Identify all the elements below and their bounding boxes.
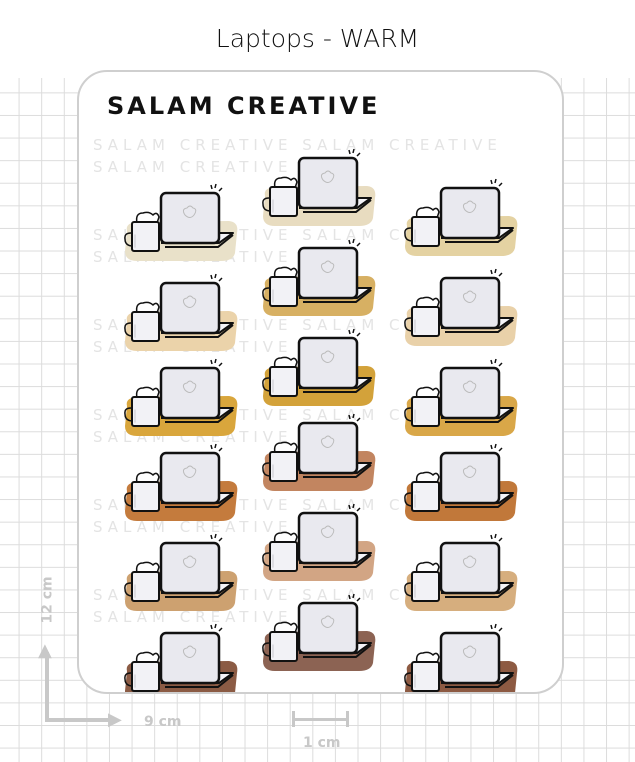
laptop-sticker-right-3 <box>404 358 518 436</box>
sticker-sheet: SALAM CREATIVE SALAM CREATIVE SALAM CREA… <box>77 70 564 694</box>
up-arrow-icon: ▲ <box>38 640 52 661</box>
laptop-icon <box>159 533 234 598</box>
laptop-sticker-right-1 <box>404 178 518 256</box>
laptop-icon <box>439 443 514 508</box>
watermark-text: SALAM CREATIVE SALAM CREATIVE SALAM CREA… <box>93 136 502 176</box>
scale-bar <box>293 718 349 721</box>
laptop-icon <box>297 503 372 568</box>
mug-icon <box>262 621 298 662</box>
right-arrow-icon: ▶ <box>108 709 122 730</box>
height-axis-line <box>45 652 49 722</box>
width-axis-line <box>45 718 113 722</box>
laptop-sticker-right-5 <box>404 533 518 611</box>
laptop-icon <box>297 148 372 213</box>
laptop-icon <box>439 358 514 423</box>
laptop-icon <box>439 533 514 598</box>
laptop-icon <box>159 623 234 688</box>
mug-icon <box>124 386 160 427</box>
laptop-icon <box>297 593 372 658</box>
mug-icon <box>262 176 298 217</box>
width-label: 9 cm <box>144 714 182 730</box>
laptop-sticker-middle-5 <box>262 503 376 581</box>
mug-icon <box>124 471 160 512</box>
mug-icon <box>404 206 440 247</box>
mug-icon <box>262 266 298 307</box>
laptop-icon <box>159 183 234 248</box>
mug-icon <box>124 211 160 252</box>
mug-icon <box>404 651 440 692</box>
mug-icon <box>262 356 298 397</box>
scale-bar-tick <box>292 711 295 727</box>
laptop-sticker-left-4 <box>124 443 238 521</box>
laptop-icon <box>439 178 514 243</box>
laptop-sticker-middle-4 <box>262 413 376 491</box>
laptop-sticker-left-2 <box>124 273 238 351</box>
laptop-sticker-right-6 <box>404 623 518 692</box>
page-title: Laptops - WARM <box>215 24 420 53</box>
height-label: 12 cm <box>39 576 56 624</box>
laptop-sticker-left-6 <box>124 623 238 692</box>
laptop-sticker-middle-3 <box>262 328 376 406</box>
laptop-sticker-middle-2 <box>262 238 376 316</box>
laptop-icon <box>159 273 234 338</box>
laptop-icon <box>159 358 234 423</box>
mug-icon <box>262 531 298 572</box>
laptop-icon <box>297 413 372 478</box>
laptop-icon <box>439 268 514 333</box>
laptop-icon <box>297 238 372 303</box>
laptop-sticker-middle-6 <box>262 593 376 671</box>
laptop-sticker-right-4 <box>404 443 518 521</box>
laptop-sticker-left-1 <box>124 183 238 261</box>
laptop-sticker-left-3 <box>124 358 238 436</box>
mug-icon <box>262 441 298 482</box>
mug-icon <box>404 471 440 512</box>
scale-label: 1 cm <box>303 735 341 751</box>
mug-icon <box>404 296 440 337</box>
mug-icon <box>124 561 160 602</box>
laptop-sticker-left-5 <box>124 533 238 611</box>
brand-logo: SALAM CREATIVE <box>107 92 381 120</box>
laptop-icon <box>297 328 372 393</box>
laptop-icon <box>439 623 514 688</box>
mug-icon <box>404 561 440 602</box>
mug-icon <box>404 386 440 427</box>
laptop-sticker-middle-1 <box>262 148 376 226</box>
title-bar: Laptops - WARM <box>0 0 635 78</box>
mug-icon <box>124 301 160 342</box>
laptop-sticker-right-2 <box>404 268 518 346</box>
scale-bar-tick <box>346 711 349 727</box>
mug-icon <box>124 651 160 692</box>
laptop-icon <box>159 443 234 508</box>
